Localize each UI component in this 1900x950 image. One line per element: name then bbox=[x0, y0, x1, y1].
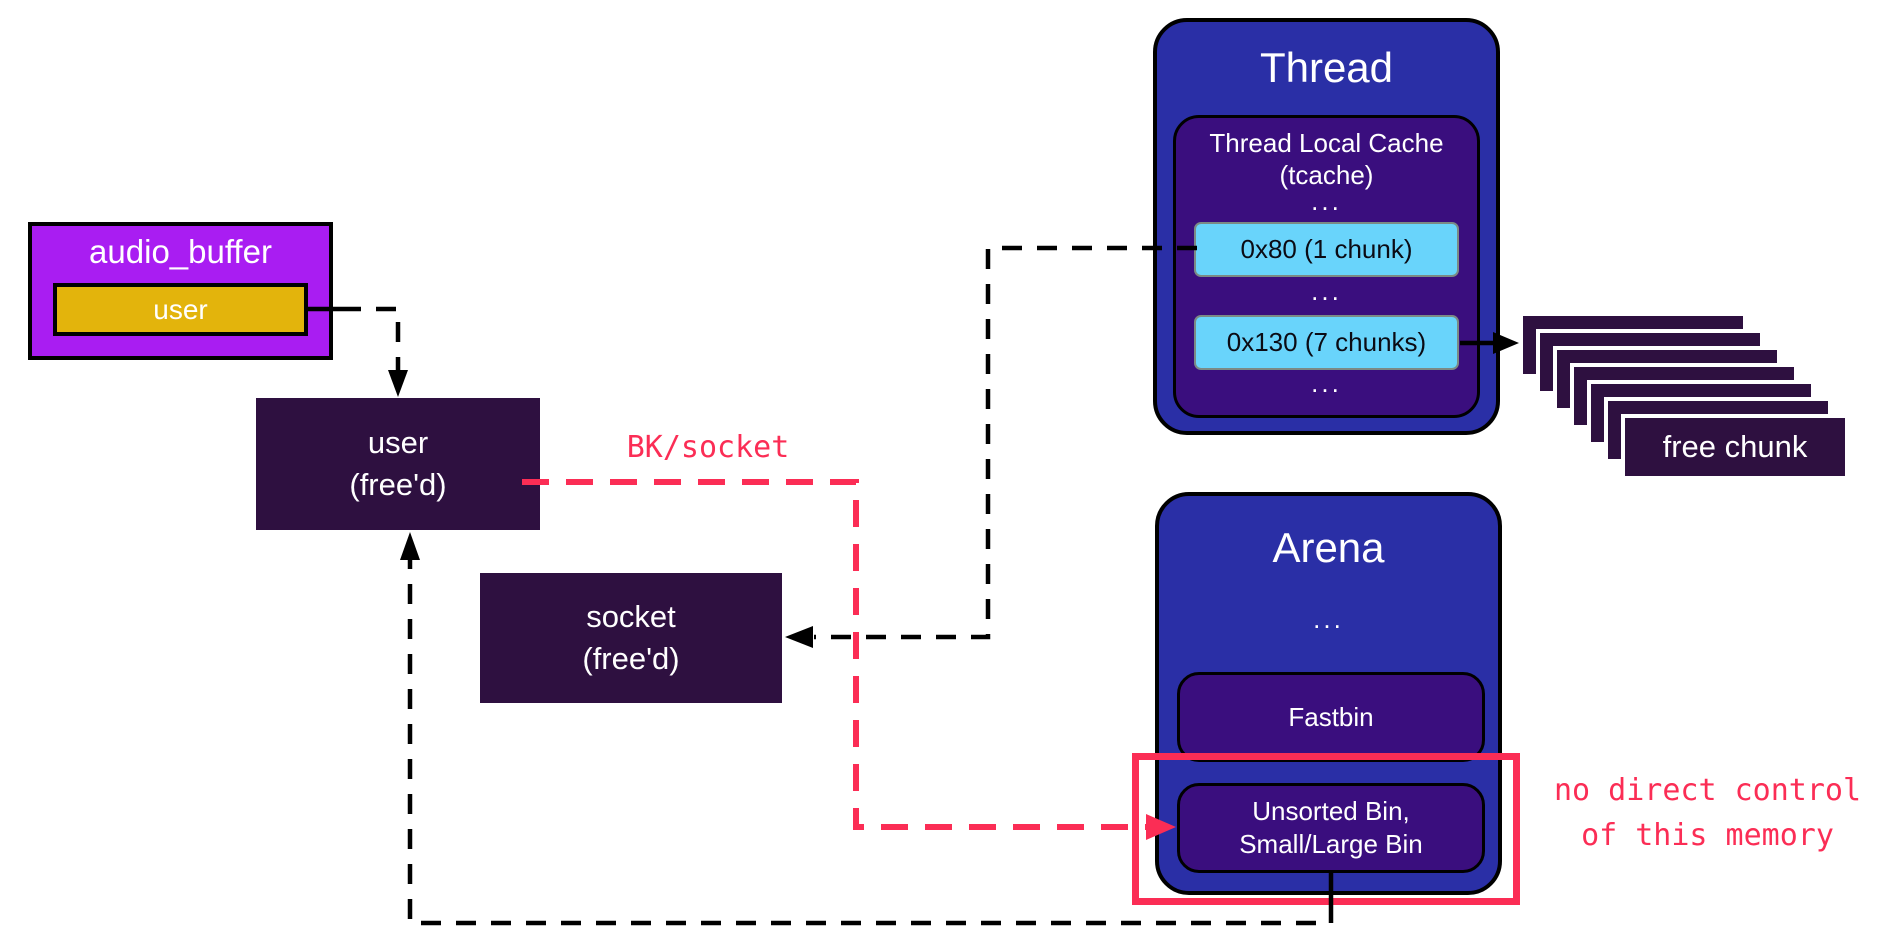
audio-buffer-box: audio_buffer user bbox=[28, 222, 333, 360]
free-chunk-item: free chunk bbox=[1621, 414, 1849, 480]
audio-buffer-user-field: user bbox=[53, 283, 308, 336]
fastbin-label: Fastbin bbox=[1288, 701, 1374, 732]
arrow-tcache80-to-socket bbox=[814, 245, 1197, 640]
thread-title: Thread bbox=[1259, 44, 1394, 91]
arrowhead-down-userfreed bbox=[388, 370, 408, 397]
socket-freed-line2: (free'd) bbox=[582, 641, 680, 676]
free-chunk-label: free chunk bbox=[1662, 429, 1808, 464]
arrowhead-up-userfreed bbox=[400, 532, 420, 560]
user-freed-line1: user bbox=[367, 425, 429, 460]
bk-socket-annotation: BK/socket bbox=[626, 430, 790, 465]
user-freed-line2: (free'd) bbox=[349, 467, 447, 502]
tcache-ellipsis-2: ... bbox=[1311, 276, 1342, 306]
fastbin-box: Fastbin bbox=[1177, 672, 1485, 762]
tcache-title-line2: (tcache) bbox=[1279, 160, 1374, 190]
no-control-annotation: no direct control of this memory bbox=[1520, 768, 1895, 858]
no-control-highlight-rect bbox=[1132, 753, 1520, 905]
free-chunk-stack: free chunk bbox=[1519, 312, 1855, 484]
tcache-ellipsis-3: ... bbox=[1311, 368, 1342, 398]
tcache-title-line1: Thread Local Cache bbox=[1209, 128, 1444, 158]
socket-freed-line1: socket bbox=[586, 599, 676, 634]
arrow-audiobuffer-to-userfreed bbox=[341, 306, 401, 371]
tcache-bin-0x80: 0x80 (1 chunk) bbox=[1194, 222, 1459, 277]
no-control-line2: of this memory bbox=[1581, 818, 1834, 853]
arena-ellipsis: ... bbox=[1313, 604, 1344, 634]
socket-freed-box: socket (free'd) bbox=[480, 573, 782, 703]
tcache-bin-0x130: 0x130 (7 chunks) bbox=[1194, 315, 1459, 370]
audio-buffer-label: audio_buffer bbox=[89, 233, 272, 270]
tcache-ellipsis-1: ... bbox=[1311, 186, 1342, 216]
arrowhead-left-socket bbox=[785, 626, 813, 648]
user-freed-box: user (free'd) bbox=[256, 398, 540, 530]
tcache-box: Thread Local Cache (tcache) ... 0x80 (1 … bbox=[1173, 115, 1480, 418]
no-control-line1: no direct control bbox=[1553, 773, 1862, 808]
arena-title: Arena bbox=[1272, 524, 1385, 571]
